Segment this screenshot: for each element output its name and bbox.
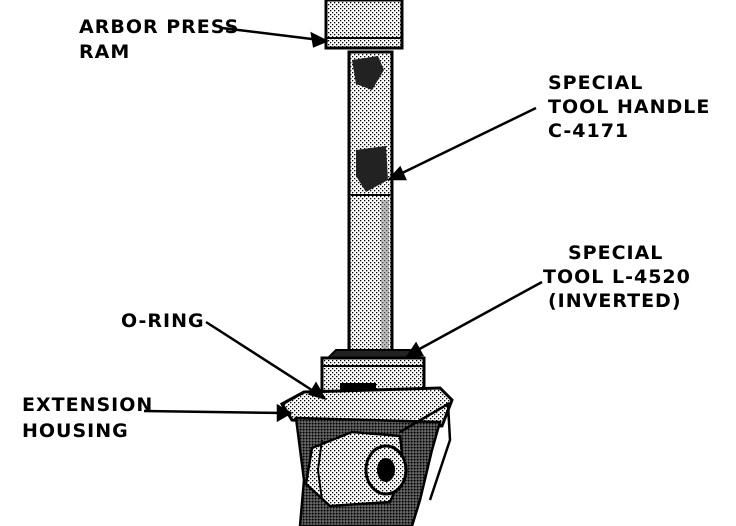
label-o-ring-line-1: O-RING xyxy=(121,310,205,332)
label-tool-handle-line-3: C-4171 xyxy=(548,120,629,142)
special-tool-l4520 xyxy=(320,349,426,394)
label-tool-l4520-line-2: TOOL L-4520 xyxy=(543,266,691,288)
label-tool-l4520-line-1: SPECIAL xyxy=(568,242,663,264)
label-arbor-press-ram-line-2: RAM xyxy=(79,41,130,63)
label-tool-l4520-line-3: (INVERTED) xyxy=(548,290,682,312)
label-tool-handle-line-1: SPECIAL xyxy=(548,72,643,94)
label-extension-housing: EXTENSION HOUSING xyxy=(22,394,161,442)
leader-lines xyxy=(143,26,543,423)
tool-handle xyxy=(347,50,394,359)
label-o-ring: O-RING xyxy=(121,310,205,332)
label-extension-housing-line-1: EXTENSION xyxy=(22,394,153,416)
label-arbor-press-ram: ARBOR PRESS RAM xyxy=(79,16,247,63)
label-tool-handle-line-2: TOOL HANDLE xyxy=(548,96,710,118)
extension-housing xyxy=(279,386,454,526)
label-tool-handle: SPECIAL TOOL HANDLE C-4171 xyxy=(548,72,718,142)
arbor-press-ram xyxy=(324,0,404,50)
label-tool-l4520: SPECIAL TOOL L-4520 (INVERTED) xyxy=(543,242,698,312)
label-extension-housing-line-2: HOUSING xyxy=(22,420,129,442)
label-arbor-press-ram-line-1: ARBOR PRESS xyxy=(79,16,239,38)
